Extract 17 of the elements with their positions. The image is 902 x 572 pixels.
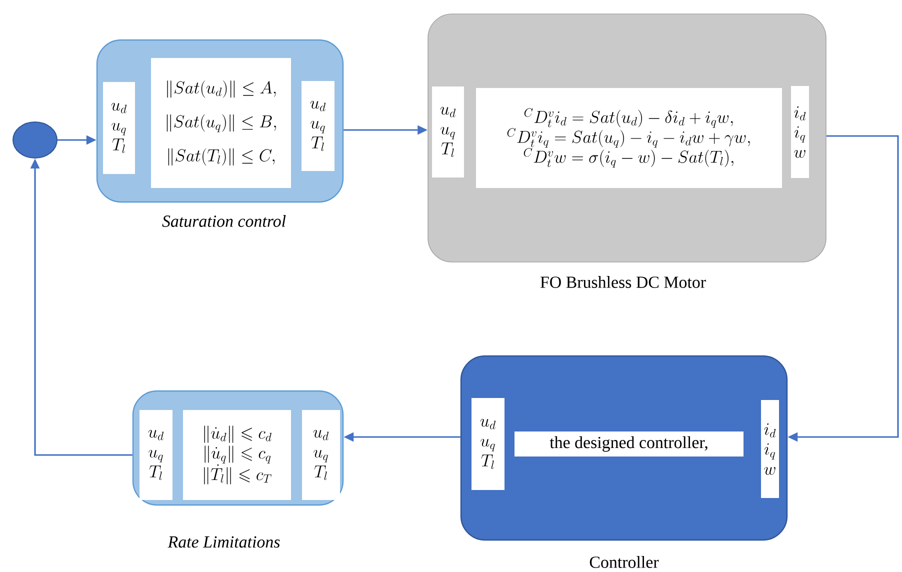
text-panel: $u_d$ $u_q$ $T_l$ (302, 410, 340, 500)
text-panel: ${}^{C}D_t^{v} i_d = Sat(u_d) - \delta i_d + i_q w,$ ${}^{C}D_t^{v} i_q = Sat(u_q) - i_q - i_d w + \gamma w,$ ${}^{C}D_t^{v} w = \sigma(i_q - w) - Sat(T_l),$ (476, 88, 782, 188)
text-panel: $u_d$ $u_q$ $T_l$ (103, 82, 135, 174)
text-panel: $i_d$ $i_q$ $w$ (791, 86, 809, 178)
text-panel: the designed controller, (514, 432, 744, 456)
summing-junction (12, 122, 58, 158)
text-panel: $u_d$ $u_q$ $T_l$ (472, 398, 504, 490)
text-panel: $\|\dot{u}_d\| \leqslant c_d$ $\|\dot{u}_q\| \leqslant c_q$ $\|\dot{T}_l\| \leqslant c_T$ (183, 410, 291, 500)
block-caption: Saturation control (162, 215, 286, 227)
text-panel: $u_d$ $u_q$ $T_l$ (140, 410, 172, 500)
block-caption: Controller (590, 556, 659, 568)
text-panel: $i_d$ $i_q$ $w$ (761, 400, 779, 498)
text-panel: $\|Sat(u_d)\| \le A,$ $\|Sat(u_q)\| \le B,$ $\|Sat(T_l)\| \le C,$ (151, 58, 291, 188)
block-caption: FO Brushless DC Motor (540, 276, 706, 288)
text-panel: $u_d$ $u_q$ $T_l$ (432, 86, 464, 178)
text-panel: $u_d$ $u_q$ $T_l$ (302, 81, 334, 171)
block-caption: Rate Limitations (168, 536, 280, 548)
